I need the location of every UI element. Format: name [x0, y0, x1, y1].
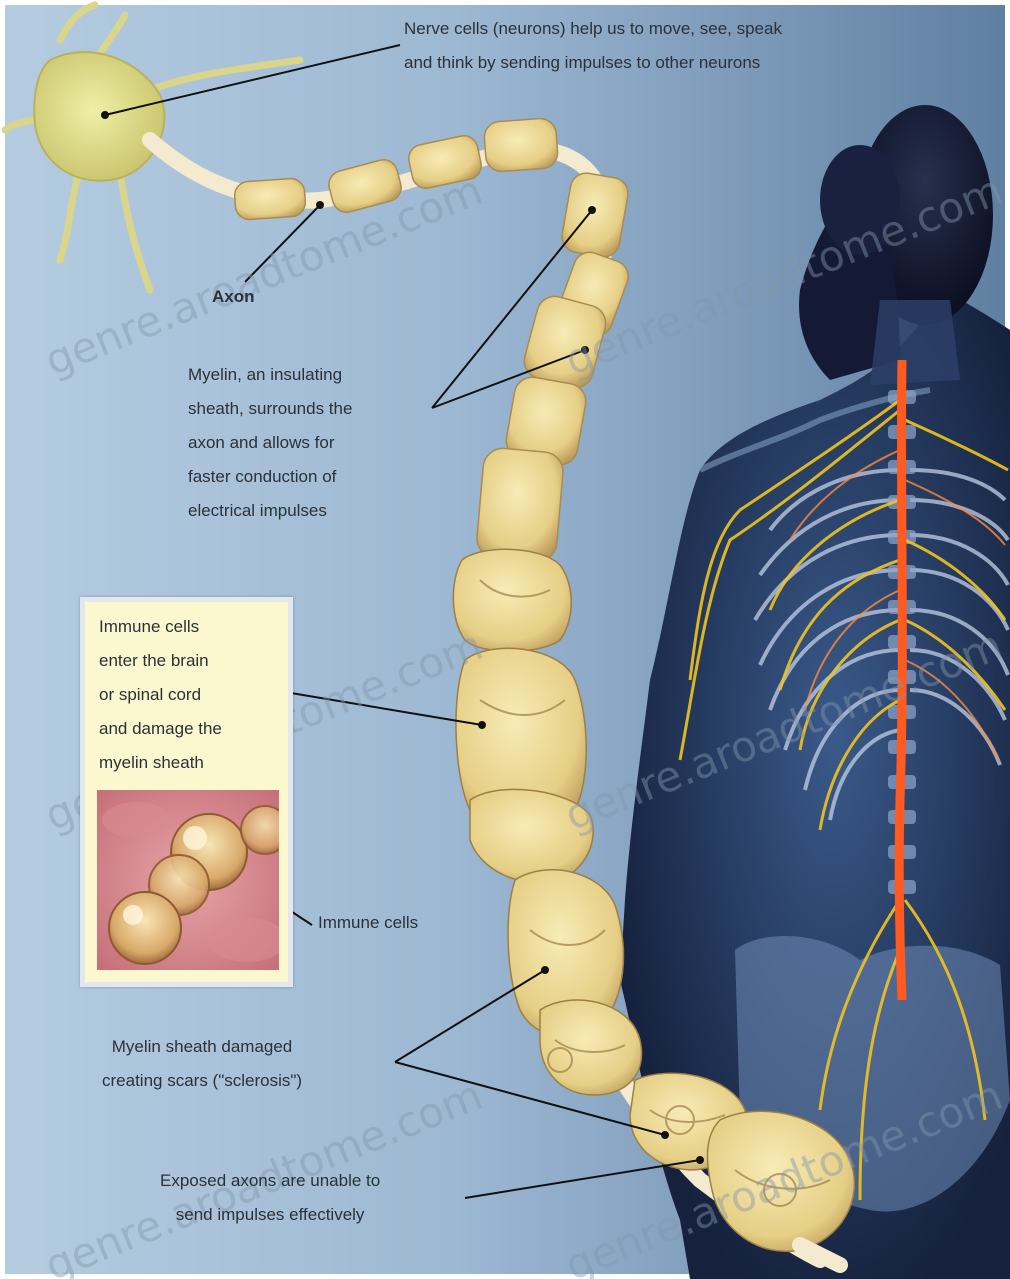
immune-cells-inset: Immune cells enter the brain or spinal c… — [80, 597, 293, 987]
immune-cells-label: Immune cells — [318, 906, 418, 940]
nerve-cells-label: Nerve cells (neurons) help us to move, s… — [404, 12, 782, 80]
sclerosis-label: Myelin sheath damaged creating scars ("s… — [102, 1030, 302, 1098]
immune-box-text: Immune cells enter the brain or spinal c… — [99, 610, 222, 780]
myelin-label: Myelin, an insulating sheath, surrounds … — [188, 358, 352, 528]
exposed-axons-label: Exposed axons are unable to send impulse… — [160, 1164, 380, 1232]
immune-cells-image — [97, 790, 279, 970]
spinal-cord — [899, 360, 902, 1000]
axon-label: Axon — [212, 280, 255, 314]
